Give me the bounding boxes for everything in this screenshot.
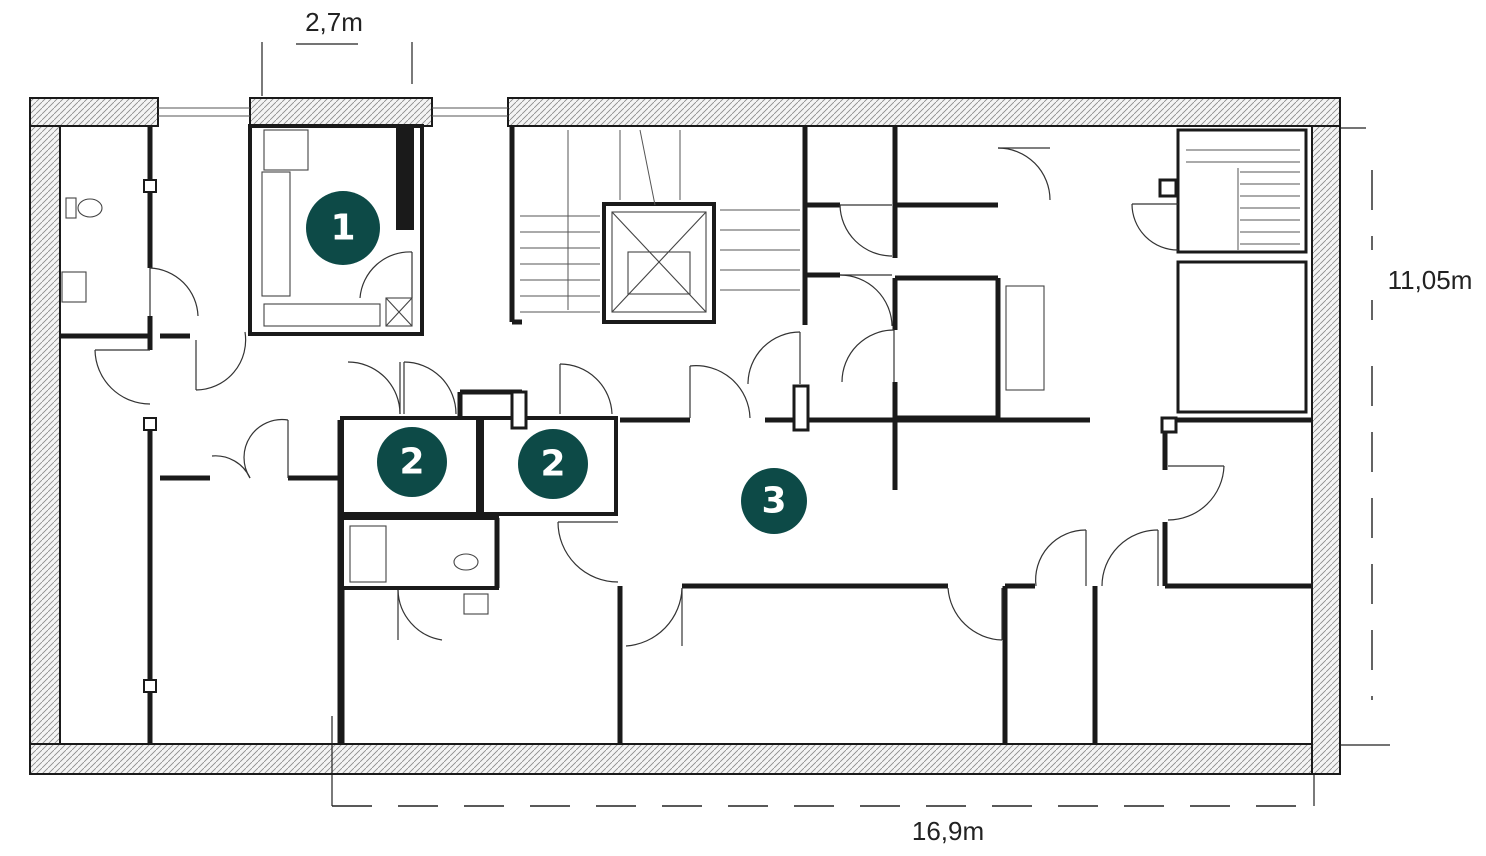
zone-badge-label: 2 [540, 444, 565, 485]
zone-badge-circle [377, 427, 447, 497]
zone-badge-2a: 2 [377, 427, 447, 497]
zone-badge-1: 1 [306, 191, 380, 265]
zone-badge-label: 2 [399, 442, 424, 483]
zone-badge-label: 1 [330, 208, 355, 249]
dimension-bottom: 16,9m [331, 716, 1315, 846]
dimension-right: 11,05m [1340, 127, 1473, 746]
dimension-label-bottom: 16,9m [912, 816, 984, 846]
zone-badge-3: 3 [741, 468, 807, 534]
dimension-label-right: 11,05m [1388, 265, 1473, 295]
interior-walls [60, 124, 1312, 744]
dimension-top: 2,7m [261, 7, 413, 96]
zone-badge-circle [518, 429, 588, 499]
zone-badge-circle [306, 191, 380, 265]
fixtures [61, 126, 1300, 693]
outer-walls [29, 97, 1341, 775]
zone-badge-2b: 2 [518, 429, 588, 499]
door-swings [94, 147, 1225, 647]
zone-badge-circle [741, 468, 807, 534]
elevator [611, 211, 707, 313]
dimension-label-top: 2,7m [305, 7, 363, 37]
staircase [520, 129, 800, 313]
zone-badge-label: 3 [761, 481, 786, 522]
